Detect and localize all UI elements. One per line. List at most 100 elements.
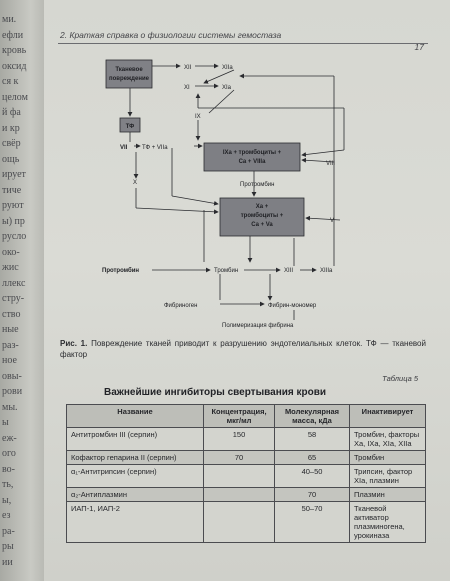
fibrinogen-label: Фибриноген (164, 303, 197, 309)
prothrombin-label: Протромбин (102, 267, 139, 274)
factor-xia: XIa (222, 85, 232, 91)
caption-text: Повреждение тканей приводит к разрушению… (60, 339, 426, 359)
figure-caption: Рис. 1. Повреждение тканей приводит к ра… (60, 338, 426, 360)
factor-xiia-top: XIIa (222, 65, 233, 71)
previous-page-text-fragment: оксид (2, 60, 27, 72)
factor-v: V (330, 218, 334, 224)
header-concentration: Концентрация, мкг/мл (203, 404, 275, 428)
previous-page-text-fragment: ии (2, 556, 13, 568)
ixa-complex-label-2: Ca + VIIIa (239, 159, 267, 165)
previous-page-text-fragment: око- (2, 246, 20, 258)
previous-page-text-fragment: ллекс (2, 277, 26, 289)
inhibitors-table: Название Концентрация, мкг/мл Молекулярн… (66, 404, 426, 543)
cell-inactivates: Тромбин (349, 450, 426, 465)
cell-concentration: 150 (203, 427, 275, 451)
tissue-damage-label-1: Тканевое (115, 67, 143, 73)
table-row: α₁-Антитрипсин (серпин) 40–50 Трипсин, ф… (66, 464, 426, 488)
table-header-row: Название Концентрация, мкг/мл Молекулярн… (66, 404, 426, 428)
cell-concentration (203, 501, 275, 543)
previous-page-text-fragment: целом (2, 91, 28, 103)
cell-mass: 50–70 (274, 501, 350, 543)
thrombin-label: Тромбин (214, 268, 238, 274)
cell-inactivates: Тканевой активатор плазминогена, урокина… (349, 501, 426, 543)
tf-viia-label: ТФ + VIIa (142, 145, 168, 151)
tissue-damage-label-2: повреждение (109, 76, 150, 82)
book-page: 2. Краткая справка о физиологии системы … (44, 0, 450, 581)
previous-page-text-fragment: раз- (2, 339, 19, 351)
table-row: Кофактор гепарина II (серпин) 70 65 Тром… (66, 450, 426, 465)
cell-name: α₁-Антитрипсин (серпин) (66, 464, 204, 488)
previous-page-text-fragment: и кр (2, 122, 20, 134)
header-rule (58, 43, 428, 44)
xa-complex-box (219, 197, 305, 237)
fibrin-monomer-label: Фибрин-мономер (268, 303, 317, 309)
previous-page-text-fragment: ные (2, 324, 19, 335)
previous-page-text-fragment: ть, (2, 479, 14, 490)
page-number: 17 (414, 42, 424, 52)
xa-complex-label-1: Xa + (256, 204, 269, 210)
previous-page-text-fragment: во- (2, 463, 15, 475)
previous-page-text-fragment: ы (2, 417, 9, 428)
cell-concentration (203, 487, 275, 502)
previous-page-text-fragment: ми. (2, 14, 17, 25)
table-row: ИАП-1, ИАП-2 50–70 Тканевой активатор пл… (66, 501, 426, 543)
table-title: Важнейшие ингибиторы свертывания крови (104, 387, 327, 398)
cell-mass: 58 (274, 427, 350, 451)
previous-page-text-fragment: ра- (2, 525, 15, 537)
xa-complex-label-3: Ca + Va (251, 222, 273, 228)
caption-label: Рис. 1. (60, 339, 88, 348)
previous-page-text-fragment: ся к (2, 76, 19, 87)
cell-inactivates: Тромбин, факторы Xa, IXa, XIa, XIIa (349, 427, 426, 451)
cell-name: Кофактор гепарина II (серпин) (66, 450, 204, 465)
previous-page-text-fragment: еж- (2, 432, 17, 444)
previous-page-text-fragment: рови (2, 386, 23, 397)
table-label: Таблица 5 (382, 374, 418, 383)
factor-xiiia: XIIIa (320, 268, 333, 274)
cell-name: ИАП-1, ИАП-2 (66, 501, 204, 543)
previous-page-text-fragment: тиче (2, 184, 22, 196)
header-name: Название (66, 404, 204, 428)
cell-inactivates: Трипсин, фактор XIa, плазмин (349, 464, 426, 488)
ixa-complex-box (203, 142, 301, 172)
previous-page-text-fragment: жис (2, 262, 19, 273)
previous-page-text-fragment: ез (2, 510, 11, 521)
previous-page-text-fragment: й фа (2, 107, 21, 118)
header-molecular-mass: Молекулярная масса, кДа (274, 404, 350, 428)
previous-page-text-fragment: мы. (2, 401, 18, 413)
prothrombin-small: Протромбин (240, 182, 274, 188)
cell-inactivates: Плазмин (349, 487, 426, 502)
previous-page-text-fragment: овы- (2, 370, 22, 382)
previous-page-text-fragment: стру- (2, 293, 25, 304)
previous-page-text-fragment: ы, (2, 494, 12, 506)
previous-page-text-fragment: ефли (2, 29, 24, 41)
previous-page-text-fragment: кровь (2, 45, 27, 56)
previous-page-text-fragment: свёр (2, 138, 21, 149)
cell-mass: 70 (274, 487, 350, 502)
running-title: 2. Краткая справка о физиологии системы … (60, 30, 282, 40)
factor-vii: VII (120, 145, 128, 151)
tissue-damage-box (105, 59, 153, 89)
previous-page-edge: ми. ефли кровь оксид ся к целом й фа и кр свёр ощ… (0, 0, 44, 581)
tf-label: ТФ (126, 124, 135, 130)
previous-page-text-fragment: ого (2, 448, 16, 459)
hemostasis-cascade-diagram: Тканевое повреждение ТФ IXa + тромбоциты… (102, 59, 345, 329)
table-row: Антитромбин III (серпин) 150 58 Тромбин,… (66, 427, 426, 451)
xa-complex-label-2: тромбоциты + (241, 212, 284, 219)
ixa-complex-label-1: IXa + тромбоциты + (223, 149, 282, 156)
header-inactivates: Инактивирует (349, 404, 426, 428)
factor-ix: IX (195, 114, 201, 120)
previous-page-text-fragment: ощь (2, 153, 20, 165)
previous-page-text-fragment: ирует (2, 169, 26, 180)
previous-page-text-fragment: ы) пр (2, 215, 25, 227)
cell-mass: 65 (274, 450, 350, 465)
previous-page-text-fragment: русло (2, 231, 27, 242)
cell-concentration (203, 464, 275, 488)
factor-xi: XI (184, 85, 190, 91)
fibrin-polymerization-label: Полимеризация фибрина (222, 323, 294, 329)
cell-concentration: 70 (203, 450, 275, 465)
table-row: α₂-Антиплазмин 70 Плазмин (66, 487, 426, 502)
cell-mass: 40–50 (274, 464, 350, 488)
factor-viii: VIII (326, 161, 335, 167)
factor-xii: XII (184, 65, 192, 71)
cell-name: Антитромбин III (серпин) (66, 427, 204, 451)
